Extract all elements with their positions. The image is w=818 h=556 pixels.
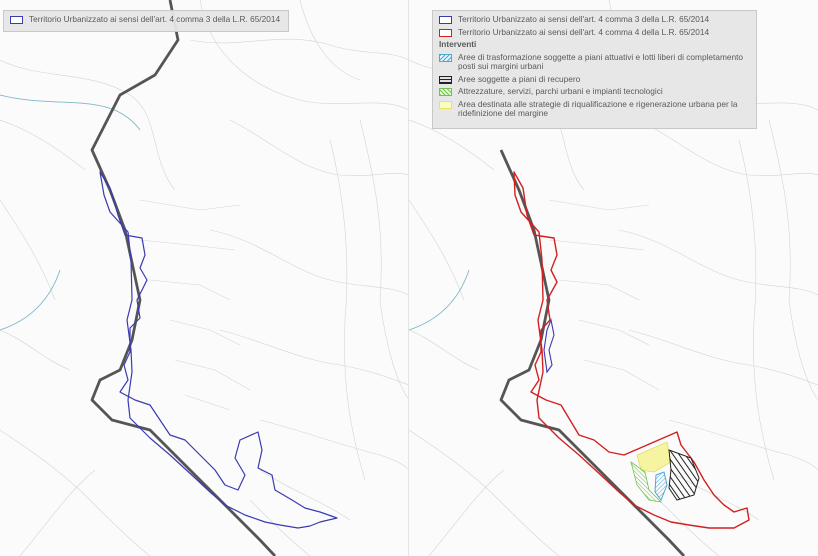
- map-right[interactable]: [409, 0, 818, 556]
- legend-swatch-green-hatch: [439, 88, 452, 97]
- base-map-right: [409, 0, 818, 556]
- legend-label: Territorio Urbanizzato ai sensi dell'art…: [458, 26, 710, 37]
- legend-swatch-red: [439, 28, 452, 37]
- river-left: [0, 94, 141, 331]
- municipal-border-left: [90, 0, 277, 556]
- legend-row: Aree soggette a piani di recupero: [439, 73, 750, 85]
- map-panel-right: Territorio Urbanizzato ai sensi dell'art…: [409, 0, 818, 556]
- map-panel-left: Territorio Urbanizzato ai sensi dell'art…: [0, 0, 409, 556]
- legend-row: Area destinata alle strategie di riquali…: [439, 98, 750, 119]
- legend-row: Attrezzature, servizi, parchi urbani e i…: [439, 87, 750, 97]
- legend-label: Area destinata alle strategie di riquali…: [458, 98, 738, 119]
- legend-left: Territorio Urbanizzato ai sensi dell'art…: [3, 10, 289, 32]
- map-left[interactable]: [0, 0, 409, 556]
- legend-swatch-blue: [10, 16, 23, 24]
- legend-label: Attrezzature, servizi, parchi urbani e i…: [458, 86, 663, 97]
- legend-swatch-blue: [439, 16, 452, 24]
- legend-swatch-yellow-fill: [439, 100, 452, 109]
- urbanized-boundary-blue-right: [543, 318, 555, 374]
- base-map-left: [0, 0, 409, 556]
- legend-row: Territorio Urbanizzato ai sensi dell'art…: [439, 14, 750, 25]
- legend-label: Aree soggette a piani di recupero: [458, 73, 581, 84]
- municipal-border-right: [499, 149, 686, 556]
- urbanized-boundary-red: [513, 171, 750, 529]
- urbanized-boundary-left: [99, 171, 338, 529]
- legend-row: Territorio Urbanizzato ai sensi dell'art…: [10, 14, 282, 25]
- regeneration-area: [636, 441, 672, 473]
- river-right: [409, 269, 470, 331]
- legend-swatch-black-hatch: [439, 75, 452, 84]
- legend-label: Aree di trasformazione soggette a piani …: [458, 51, 744, 72]
- transformation-area: [654, 471, 668, 502]
- legend-heading: Interventi: [439, 39, 477, 50]
- services-area: [630, 461, 663, 503]
- legend-right: Territorio Urbanizzato ai sensi dell'art…: [432, 10, 757, 129]
- legend-label: Territorio Urbanizzato ai sensi dell'art…: [29, 14, 281, 24]
- legend-swatch-cyan-hatch: [439, 53, 452, 62]
- legend-label: Territorio Urbanizzato ai sensi dell'art…: [458, 14, 710, 24]
- legend-row: Territorio Urbanizzato ai sensi dell'art…: [439, 26, 750, 38]
- legend-row: Aree di trasformazione soggette a piani …: [439, 51, 750, 72]
- recovery-area: [668, 449, 700, 501]
